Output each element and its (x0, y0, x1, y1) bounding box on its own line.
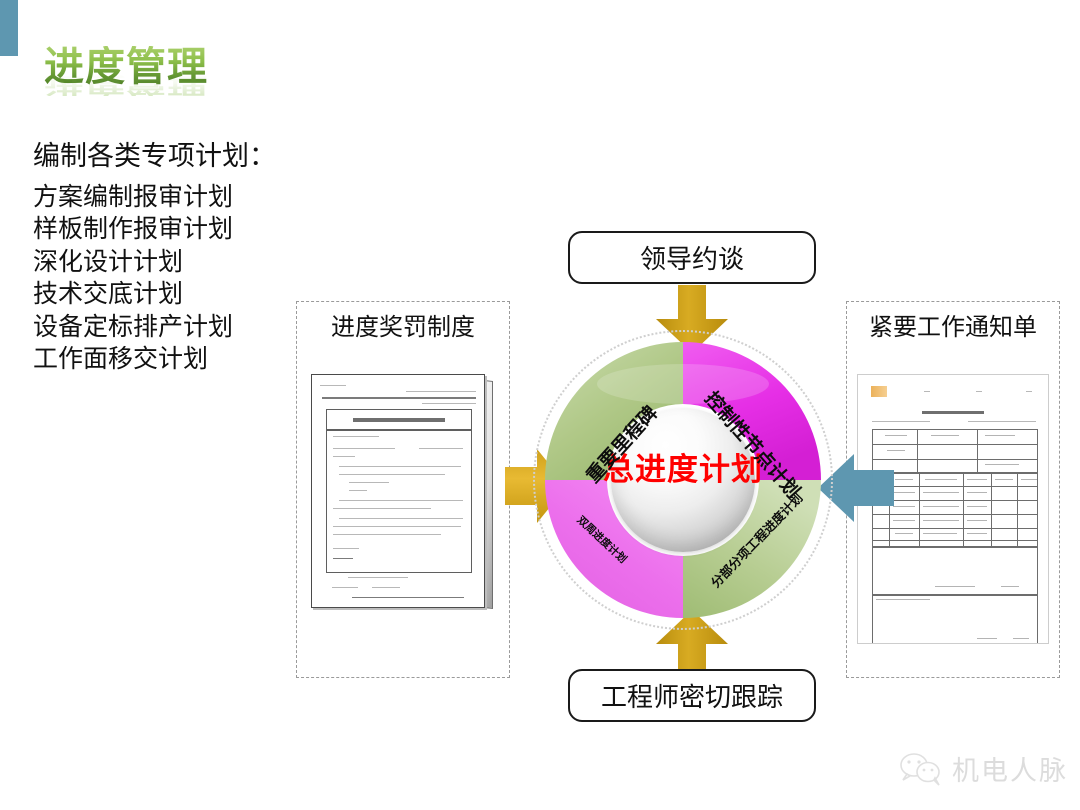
list-item: 深化设计计划 (33, 246, 184, 276)
page-title: 进度管理 (44, 44, 208, 90)
callout-engineer-tracking[interactable]: 工程师密切跟踪 (568, 669, 816, 722)
list-item: 技术交底计划 (33, 279, 184, 309)
donut-segments (545, 342, 821, 618)
segment-top-left (545, 342, 683, 480)
list-item: 工作面移交计划 (33, 344, 209, 374)
wechat-icon (900, 752, 940, 786)
list-item: 方案编制报审计划 (33, 181, 234, 211)
list-item: 样板制作报审计划 (33, 214, 234, 244)
document-logo-icon (871, 386, 887, 397)
plan-list-lead: 编制各类专项计划： (33, 141, 276, 172)
callout-bottom-label: 工程师密切跟踪 (600, 683, 783, 713)
arrow-left-right-side (818, 454, 894, 522)
center-sphere (611, 408, 755, 552)
plan-list: 编制各类专项计划： 方案编制报审计划 样板制作报审计划 深化设计计划 技术交底计… (33, 140, 293, 376)
segment-top-right (683, 342, 821, 480)
watermark: 机电人脉 (898, 749, 1068, 788)
watermark-label: 机电人脉 (952, 756, 1068, 787)
arrow-left-far-right-edge (0, 0, 18, 56)
document-thumbnail-reward-penalty (311, 374, 485, 608)
panel-title-right: 紧要工作通知单 (869, 313, 1037, 341)
donut-diagram: 总进度计划 重要里程碑 控制性节点计划 分部分项工程进度计划 双周进度计划 (533, 330, 833, 630)
panel-urgent-notice: 紧要工作通知单 (846, 301, 1060, 678)
segment-bottom-right (683, 480, 821, 618)
dotted-ring-decoration (533, 330, 833, 630)
callout-leader-interview[interactable]: 领导约谈 (568, 231, 816, 284)
document-thumbnail-urgent-notice (857, 374, 1049, 644)
panel-reward-penalty: 进度奖罚制度 (296, 301, 510, 678)
panel-title-left: 进度奖罚制度 (331, 313, 475, 341)
list-item: 设备定标排产计划 (33, 311, 234, 341)
segment-bottom-left (545, 480, 683, 618)
callout-top-label: 领导约谈 (639, 245, 744, 275)
